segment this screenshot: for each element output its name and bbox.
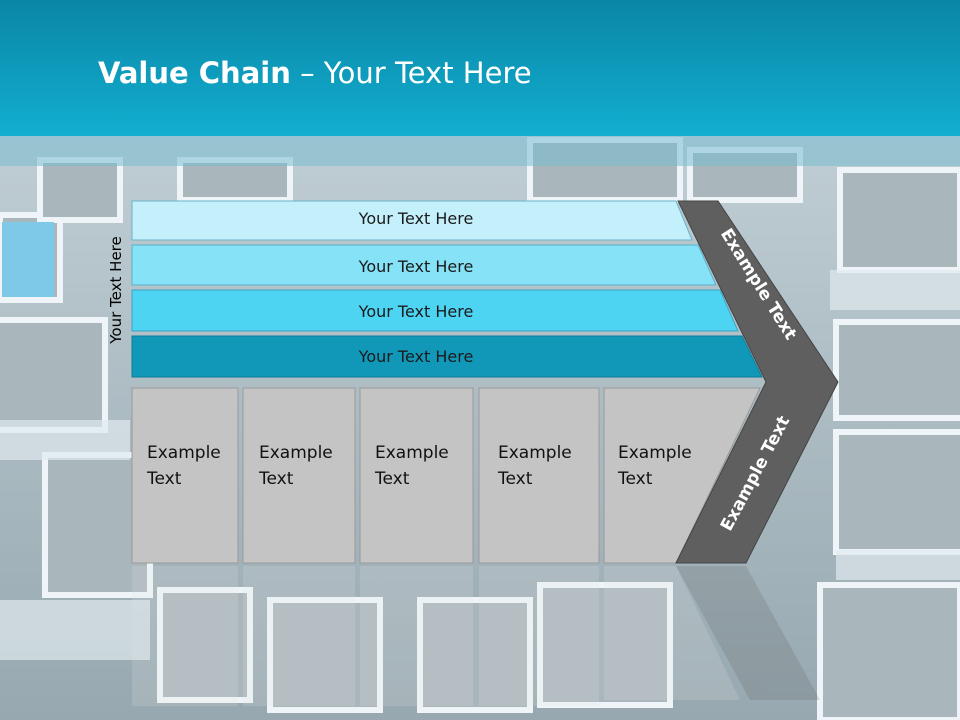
box-3-line1: Example xyxy=(375,443,449,463)
bar-1-label: Your Text Here xyxy=(358,209,474,228)
bar-3-label: Your Text Here xyxy=(358,302,474,321)
box-1-line1: Example xyxy=(147,443,221,463)
box-3: Example Text xyxy=(359,387,474,564)
header-band xyxy=(0,136,960,166)
header-bar xyxy=(0,0,960,136)
box-4: Example Text xyxy=(478,387,600,564)
box-1: Example Text xyxy=(131,387,239,564)
box-2-line1: Example xyxy=(259,443,333,463)
page-title: Value Chain – Your Text Here xyxy=(98,56,532,90)
bar-4: Your Text Here xyxy=(131,335,763,378)
box-2-line2: Text xyxy=(258,469,294,489)
title-rest: – Your Text Here xyxy=(290,56,532,90)
title-bold: Value Chain xyxy=(98,56,291,90)
box-4-line2: Text xyxy=(497,469,533,489)
box-5-line1: Example xyxy=(618,443,692,463)
bar-3: Your Text Here xyxy=(131,289,739,332)
bar-2: Your Text Here xyxy=(131,244,717,286)
bar-4-label: Your Text Here xyxy=(358,347,474,366)
box-2: Example Text xyxy=(242,387,356,564)
box-1-line2: Text xyxy=(146,469,182,489)
box-4-line1: Example xyxy=(498,443,572,463)
box-5: Example Text xyxy=(603,387,761,564)
reflection xyxy=(132,566,820,706)
bar-2-label: Your Text Here xyxy=(358,257,474,276)
box-5-line2: Text xyxy=(617,469,653,489)
box-3-line2: Text xyxy=(374,469,410,489)
bar-1: Your Text Here xyxy=(131,200,693,241)
side-label: Your Text Here xyxy=(107,236,125,344)
